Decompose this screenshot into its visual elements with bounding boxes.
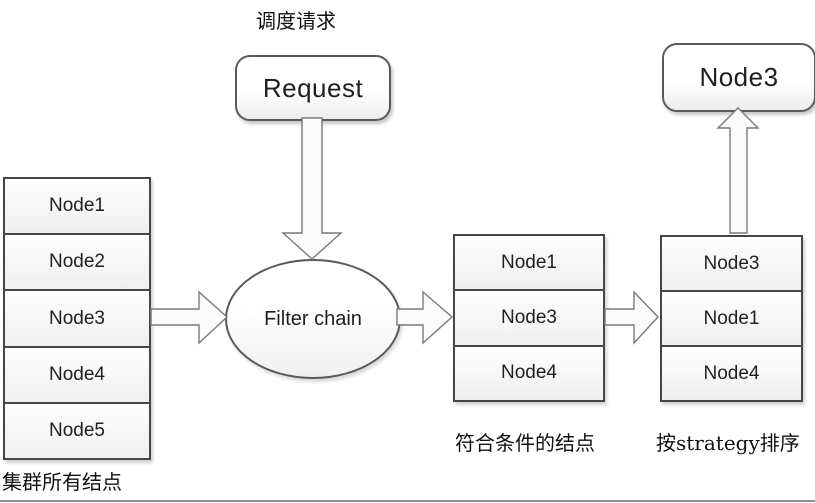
list-item: Node4 (455, 344, 603, 400)
filter-chain-label: Filter chain (264, 307, 362, 330)
request-box-label: Request (262, 72, 364, 103)
arrow-right-icon (604, 290, 659, 345)
list-item: Node4 (662, 345, 801, 400)
arrow-down-icon (281, 117, 343, 260)
result-node-label: Node3 (699, 62, 779, 92)
arrow-right-icon (396, 290, 454, 345)
filter-chain-ellipse: Filter chain (225, 259, 401, 379)
list-item: Node1 (455, 236, 603, 290)
caption-sorted-by-strategy: 按strategy排序 (656, 431, 800, 455)
filtered-node-stack: Node1 Node3 Node4 (453, 234, 605, 402)
list-item: Node4 (5, 345, 149, 402)
sorted-node-stack: Node3 Node1 Node4 (660, 235, 803, 402)
caption-qualified-nodes: 符合条件的结点 (455, 431, 595, 455)
list-item: Node3 (662, 237, 801, 290)
cluster-node-stack: Node1 Node2 Node3 Node4 Node5 (3, 177, 151, 460)
list-item: Node2 (5, 233, 149, 290)
bottom-divider (0, 500, 815, 502)
arrow-up-icon (716, 107, 760, 234)
arrow-right-icon (150, 290, 229, 345)
request-box: Request (235, 55, 391, 121)
list-item: Node3 (455, 289, 603, 345)
list-item: Node3 (5, 289, 149, 346)
list-item: Node5 (5, 401, 149, 459)
result-node-box: Node3 (662, 43, 815, 112)
list-item: Node1 (5, 179, 149, 234)
caption-scheduling-request: 调度请求 (256, 9, 336, 33)
list-item: Node1 (662, 290, 801, 345)
caption-all-cluster-nodes: 集群所有结点 (2, 470, 122, 494)
